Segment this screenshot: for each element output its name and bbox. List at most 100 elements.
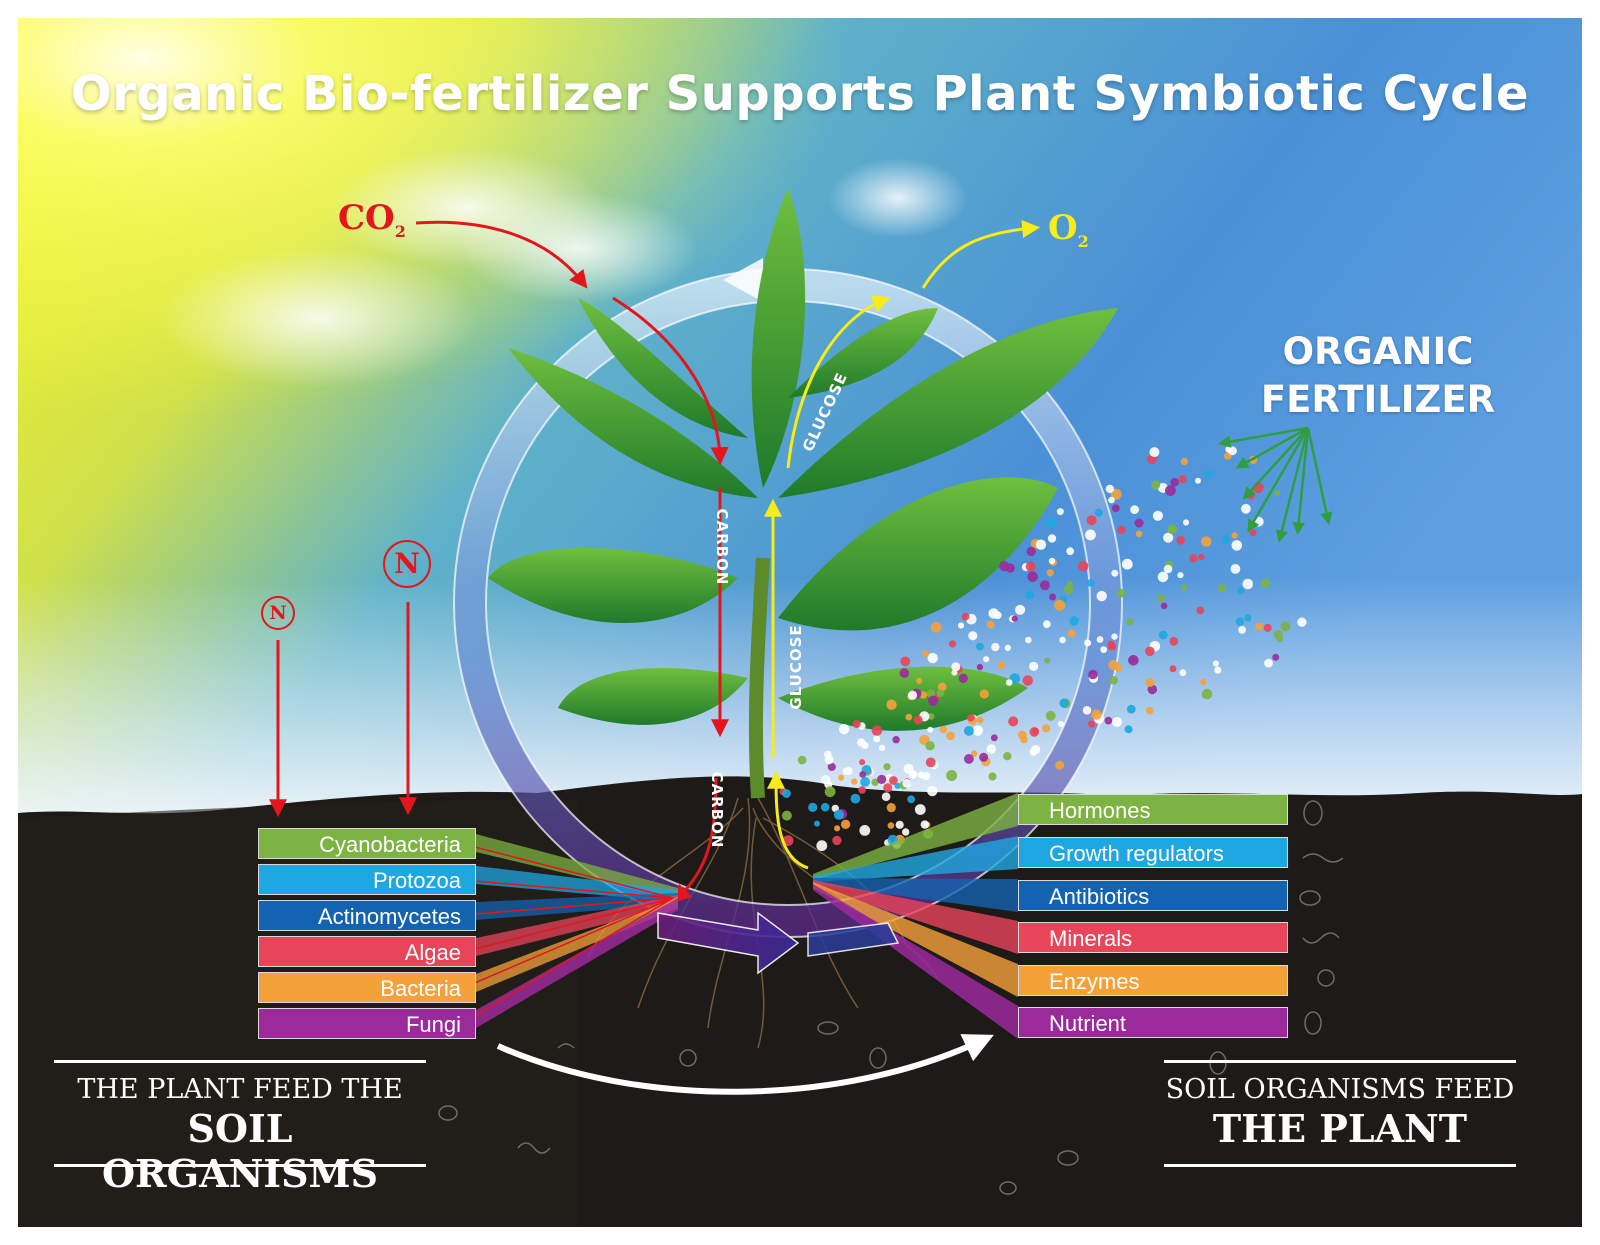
fertilizer-granule [1181,584,1188,591]
fertilizer-granule [1212,660,1219,667]
fertilizer-granule [1151,480,1161,490]
fertilizer-granule [838,724,850,735]
fertilizer-granule [1005,679,1013,686]
fertilizer-granule [1165,485,1176,496]
fertilizer-granule [983,656,990,663]
organism-fungi: Fungi [258,1008,476,1039]
fertilizer-granule [821,775,831,785]
co2-label: CO2 [338,198,406,241]
fertilizer-granules [779,445,1307,852]
fertilizer-granule [827,762,836,772]
fertilizer-granule [808,802,818,813]
caption-right-line2: THE PLANT [1212,1106,1468,1151]
fertilizer-granule [964,754,974,764]
fertilizer-granule [1109,676,1118,685]
organic-fertilizer-label: ORGANIC FERTILIZER [1228,328,1528,424]
o2-label: O2 [1048,208,1089,251]
fertilizer-granule [1167,524,1178,535]
caption-left: THE PLANT FEED THE SOIL ORGANISMS [54,1060,426,1196]
fertilizer-granule [925,757,936,768]
fertilizer-granule [1008,716,1019,727]
carbon-label-upper: CARBON [713,508,731,586]
fertilizer-granule [1238,626,1246,634]
fertilizer-granule [1069,616,1079,626]
fertilizer-granule [1046,569,1055,577]
fertilizer-granule [1042,620,1051,629]
organic-fertilizer-line2: FERTILIZER [1260,378,1496,421]
fertilizer-granule [1056,508,1064,516]
diagram-frame: Organic Bio-fertilizer Supports Plant Sy… [18,18,1582,1227]
fertilizer-granule [990,734,998,742]
fertilizer-granule [1048,557,1056,565]
co2-main: CO [338,198,395,238]
fertilizer-granule [921,772,931,781]
fertilizer-granule [883,763,891,771]
fertilizer-granule [1235,617,1245,626]
fertilizer-granule [886,803,896,813]
fertilizer-granule [887,822,895,829]
fertilizer-granule [889,776,898,785]
fertilizer-granule [1169,636,1179,646]
fertilizer-granule [842,767,850,775]
fertilizer-granule [1158,630,1168,640]
output-enzymes: Enzymes [1018,965,1288,996]
fertilizer-granule [782,789,791,798]
fertilizer-granule [1214,666,1222,674]
fertilizer-granule [1030,745,1041,755]
fertilizer-granule [873,735,881,743]
fertilizer-granule [1170,477,1179,487]
fertilizer-granule [1263,623,1272,632]
fertilizer-granule [1045,517,1057,528]
fertilizer-granule [814,820,820,827]
fertilizer-granule [1029,727,1040,737]
caption-left-line2: SOIL ORGANISMS [101,1106,379,1196]
organic-fertilizer-line1: ORGANIC [1282,330,1474,373]
fertilizer-granule [1088,669,1098,680]
fertilizer-granule [1059,698,1069,708]
fertilizer-granule [922,650,929,657]
caption-right: SOIL ORGANISMS FEED THE PLANT [1164,1060,1516,1170]
fertilizer-granule [782,835,794,846]
fertilizer-granule [886,699,897,710]
fertilizer-granule [883,783,893,793]
fertilizer-granule [1047,534,1057,543]
fertilizer-granule [927,713,935,720]
fertilizer-granule [894,782,901,790]
nitrogen-badge-small: N [261,596,295,630]
fertilizer-granule [951,662,961,672]
fertilizer-granule [1228,446,1237,456]
fertilizer-granule [900,656,911,667]
fertilizer-granule [979,752,989,762]
fertilizer-granule [1055,760,1065,770]
fertilizer-granule [1085,529,1096,541]
fertilizer-granule [1221,535,1230,544]
fertilizer-granule [1114,664,1123,673]
output-growth-regulators: Growth regulators [1018,837,1288,868]
organism-algae: Algae [258,936,476,967]
fertilizer-granule [961,612,970,621]
plant-leaves [488,188,1118,799]
fertilizer-granule [871,725,883,736]
fertilizer-granule [1088,720,1096,728]
fertilizer-granule [1025,590,1034,600]
fertilizer-granule [926,689,936,698]
fertilizer-granule [833,809,845,820]
fertilizer-granule [1264,658,1273,668]
caption-left-rule-bottom [54,1164,426,1167]
fertilizer-granule [1135,530,1143,538]
fertilizer-granule [1237,587,1245,594]
fertilizer-granule [927,652,938,664]
fertilizer-granule [1104,716,1113,725]
fertilizer-granule [1015,604,1026,615]
fertilizer-granule [902,778,912,788]
fertilizer-granule [861,741,869,750]
fertilizer-granule [986,620,995,629]
caption-right-line1: SOIL ORGANISMS FEED [1165,1074,1515,1105]
organism-bacteria: Bacteria [258,972,476,1003]
fertilizer-granule [1130,505,1139,514]
fertilizer-granule [991,642,1000,652]
fertilizer-granule [1273,630,1283,640]
fertilizer-granule [816,840,828,852]
fertilizer-granule [879,744,886,752]
fertilizer-granule [996,661,1005,670]
